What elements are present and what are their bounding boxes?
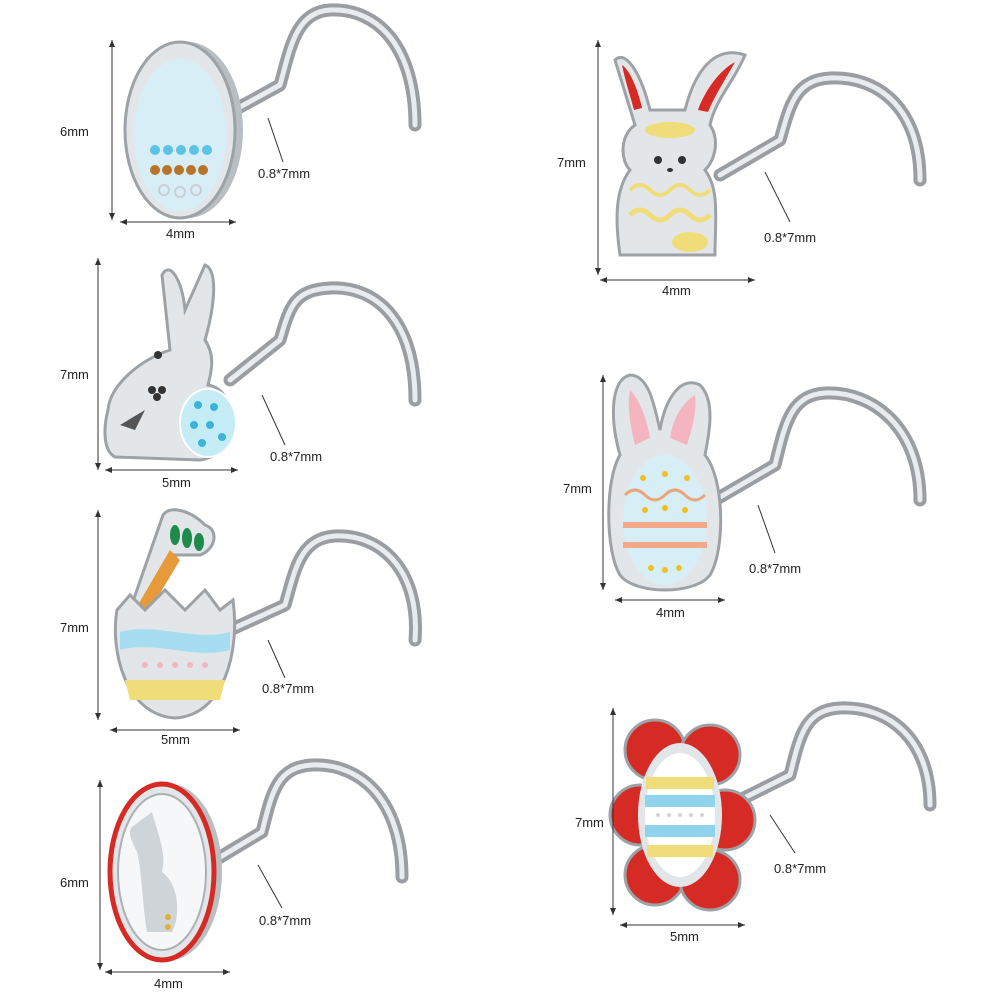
gauge-label: 0.8*7mm: [774, 861, 826, 876]
nose-stud-egg: 6mm 4mm 0.8*7mm: [60, 3, 422, 241]
nose-stud-carrot-egg: 7mm 5mm 0.8*7mm: [60, 508, 422, 747]
gauge-label: 0.8*7mm: [270, 449, 322, 464]
height-label: 7mm: [557, 155, 586, 170]
nose-stud-bunny: 7mm 5mm 0.8*7mm: [60, 258, 422, 490]
height-label: 7mm: [60, 367, 89, 382]
height-label: 6mm: [60, 875, 89, 890]
nose-stud-bunny-egg: 7mm 4mm 0.8*7mm: [563, 373, 927, 620]
gauge-label: 0.8*7mm: [749, 561, 801, 576]
width-label: 5mm: [670, 929, 699, 944]
nose-stud-oval-bunny: 6mm 4mm 0.8*7mm: [60, 758, 409, 991]
height-label: 7mm: [575, 815, 604, 830]
width-label: 4mm: [656, 605, 685, 620]
gauge-label: 0.8*7mm: [764, 230, 816, 245]
nose-stud-bunny-in-egg: 7mm 4mm 0.8*7mm: [557, 40, 927, 298]
gauge-label: 0.8*7mm: [259, 913, 311, 928]
height-label: 7mm: [60, 620, 89, 635]
nose-stud-flower-egg: 7mm 5mm 0.8*7mm: [575, 701, 937, 944]
bunny-egg-charm: [613, 51, 747, 257]
screw-hook: [205, 758, 409, 884]
width-label: 5mm: [162, 475, 191, 490]
height-label: 6mm: [60, 124, 89, 139]
width-label: 5mm: [161, 732, 190, 747]
screw-hook: [713, 71, 927, 187]
gauge-label: 0.8*7mm: [258, 166, 310, 181]
screw-hook: [213, 3, 422, 132]
width-label: 4mm: [166, 226, 195, 241]
width-label: 4mm: [154, 976, 183, 991]
screw-hook: [223, 281, 422, 407]
height-label: 7mm: [563, 481, 592, 496]
width-label: 4mm: [662, 283, 691, 298]
gauge-label: 0.8*7mm: [262, 681, 314, 696]
